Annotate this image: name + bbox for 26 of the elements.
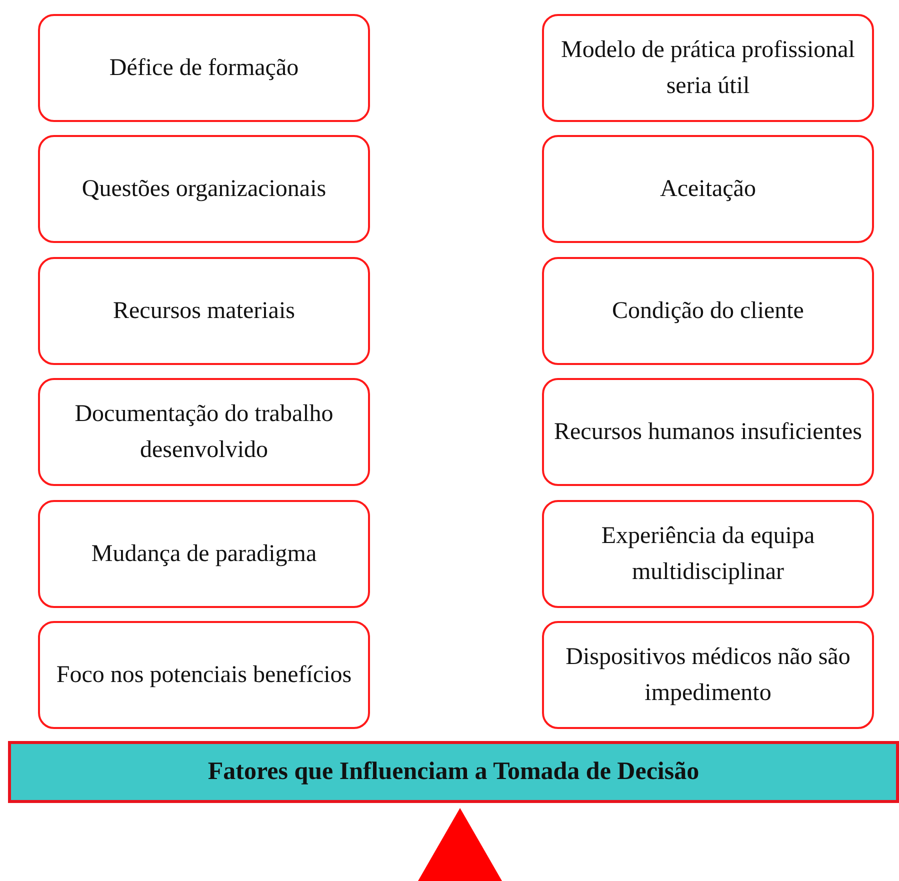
factor-box [38, 621, 370, 729]
factor-label: Recursos humanos insuficientes [553, 418, 863, 447]
factor-box [542, 500, 874, 608]
factor-label: Modelo de prática profissional seria útil [560, 36, 856, 101]
factor-box [38, 500, 370, 608]
factor-box [38, 14, 370, 122]
factor-box [542, 621, 874, 729]
factor-label: Défice de formação [108, 54, 300, 83]
factor-box [542, 14, 874, 122]
factor-box [542, 378, 874, 486]
factor-box [542, 135, 874, 243]
factor-label: Dispositivos médicos não são impedimento [564, 643, 852, 708]
factor-label: Mudança de paradigma [90, 540, 318, 569]
factor-box [542, 257, 874, 365]
factor-label: Documentação do trabalho desenvolvido [74, 400, 334, 465]
factor-box [38, 378, 370, 486]
beam-title: Fatores que Influenciam a Tomada de Decisão [206, 757, 700, 787]
factor-box [38, 135, 370, 243]
factor-box [38, 257, 370, 365]
factor-label: Recursos materiais [112, 297, 296, 326]
factor-label: Condição do cliente [611, 297, 805, 326]
factor-label: Foco nos potenciais benefícios [55, 661, 353, 690]
beam-bar [8, 741, 899, 803]
factor-label: Aceitação [659, 175, 757, 204]
factor-label: Questões organizacionais [80, 175, 328, 204]
factor-label: Experiência da equipa multidisciplinar [600, 522, 816, 587]
